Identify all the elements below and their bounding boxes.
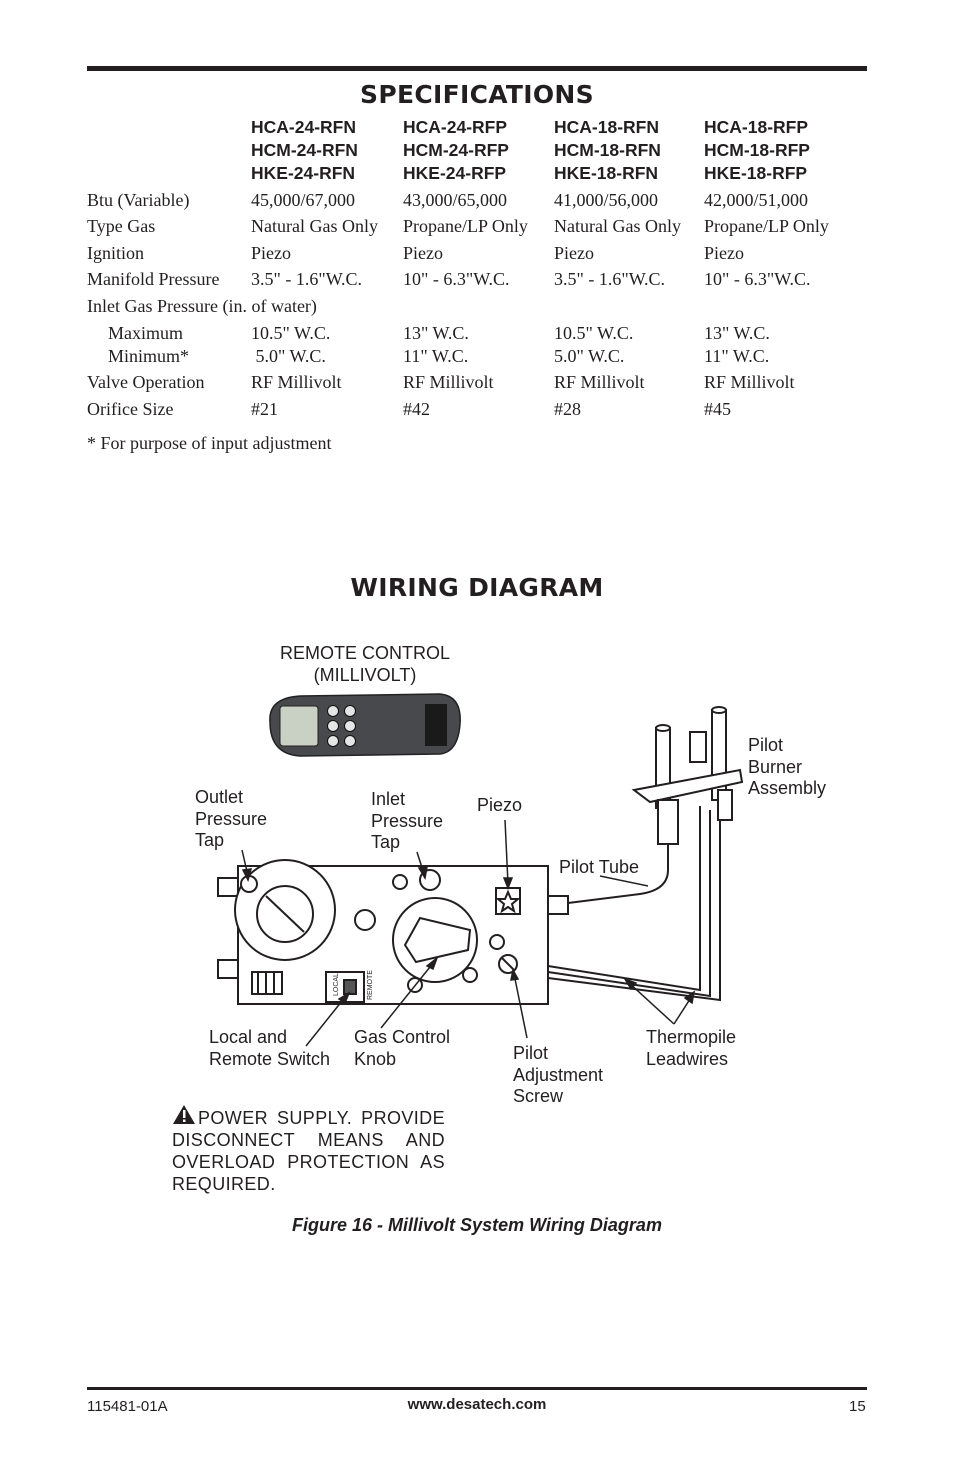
warning-icon [173,1105,195,1124]
remote-control-image [269,693,461,757]
gas-valve-image [217,859,569,1005]
spec-cell: Piezo [704,243,744,263]
website-link[interactable]: www.desatech.com [407,1396,547,1413]
figure-caption: Figure 16 - Millivolt System Wiring Diag… [292,1215,662,1235]
pilot-adjustment-screw-label: Pilot Adjustment Screw [513,1043,604,1106]
spec-row-label: Maximum [108,323,183,343]
spec-cell: 42,000/51,000 [704,190,809,210]
spec-cell: RF Millivolt [704,372,795,392]
model-name: HCA-24-RFN [251,117,356,137]
spec-cell: 11" W.C. [704,346,770,366]
specifications-heading: SPECIFICATIONS [360,80,594,109]
gas-control-knob-label: Gas Control Knob [354,1027,451,1069]
model-name: HKE-18-RFP [704,163,808,183]
spec-cell: #45 [704,399,731,419]
pilot-tube-label: Pilot Tube [559,857,640,877]
spec-row-label: Btu (Variable) [87,190,190,210]
model-name: HCA-18-RFN [554,117,659,137]
thermopile-leadwires-label: Thermopile Leadwires [646,1027,737,1069]
spec-row-label: Ignition [87,243,144,263]
spec-cell: Piezo [403,243,443,263]
spec-row-label: Minimum* [108,346,190,366]
model-name: HCM-18-RFN [554,140,661,160]
model-column-4: HCA-18-RFP HCM-18-RFP HKE-18-RFP [704,116,810,185]
spec-cell: RF Millivolt [251,372,342,392]
spec-cell: Natural Gas Only [251,216,378,236]
pilot-burner-label: Pilot Burner Assembly [748,735,827,798]
spec-row-label: Inlet Gas Pressure (in. of water) [87,296,317,316]
local-remote-switch-label: Local and Remote Switch [209,1027,331,1069]
outlet-pressure-tap-label: Outlet Pressure Tap [195,787,268,850]
spec-cell: 45,000/67,000 [251,190,356,210]
model-column-3: HCA-18-RFN HCM-18-RFN HKE-18-RFN [554,116,661,185]
spec-cell: 3.5" - 1.6"W.C. [554,269,666,289]
spec-cell: #21 [251,399,278,419]
model-name: HKE-24-RFN [251,163,356,183]
thermopile-leadwires-image [547,806,721,1002]
model-name: HCA-18-RFP [704,117,809,137]
top-rule [87,66,867,71]
switch-local-label: LOCAL [333,973,340,996]
pilot-burner-image [559,706,744,905]
spec-row-label: Manifold Pressure [87,269,220,289]
model-column-2: HCA-24-RFP HCM-24-RFP HKE-24-RFP [403,116,509,185]
inlet-pressure-tap-label: Inlet Pressure Tap [371,789,444,852]
piezo-label: Piezo [477,795,523,815]
spec-row-label: Orifice Size [87,399,174,419]
spec-cell: Propane/LP Only [403,216,528,236]
model-name: HCM-24-RFP [403,140,509,160]
bottom-rule [87,1387,867,1390]
spec-cell: 10" - 6.3"W.C. [403,269,510,289]
remote-control-label: REMOTE CONTROL (MILLIVOLT) [279,643,450,685]
model-name: HCM-18-RFP [704,140,810,160]
spec-cell: 5.0" W.C. [251,346,326,366]
power-supply-warning: POWER SUPPLY. PROVIDE DISCONNECT MEANS A… [172,1108,445,1194]
spec-cell: RF Millivolt [403,372,494,392]
spec-cell: 10" - 6.3"W.C. [704,269,811,289]
switch-remote-label: REMOTE [367,970,374,1000]
model-name: HKE-18-RFN [554,163,659,183]
spec-cell: Piezo [554,243,594,263]
spec-row-label: Type Gas [87,216,156,236]
spec-row-label: Valve Operation [87,372,205,392]
spec-cell: #28 [554,399,581,419]
spec-cell: 43,000/65,000 [403,190,508,210]
page-number: 15 [849,1398,866,1415]
spec-cell: Natural Gas Only [554,216,681,236]
spec-cell: 10.5" W.C. [251,323,331,343]
spec-cell: #42 [403,399,430,419]
leader-lines [241,819,696,1047]
model-column-1: HCA-24-RFN HCM-24-RFN HKE-24-RFN [251,116,358,185]
spec-cell: 3.5" - 1.6"W.C. [251,269,363,289]
model-name: HCM-24-RFN [251,140,358,160]
spec-cell: RF Millivolt [554,372,645,392]
wiring-diagram-heading: WIRING DIAGRAM [350,573,604,602]
spec-cell: 10.5" W.C. [554,323,634,343]
document-number: 115481-01A [87,1398,168,1415]
model-name: HKE-24-RFP [403,163,507,183]
spec-cell: Propane/LP Only [704,216,829,236]
spec-footnote: * For purpose of input adjustment [87,433,332,453]
spec-cell: 13" W.C. [704,323,770,343]
spec-cell: 5.0" W.C. [554,346,625,366]
model-name: HCA-24-RFP [403,117,508,137]
spec-cell: 41,000/56,000 [554,190,659,210]
spec-cell: 13" W.C. [403,323,469,343]
spec-cell: 11" W.C. [403,346,469,366]
spec-cell: Piezo [251,243,291,263]
